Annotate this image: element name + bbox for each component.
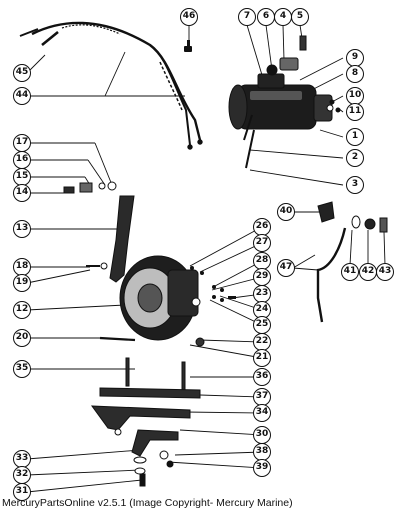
callout-13[interactable]: 13 [13, 220, 31, 238]
callout-35[interactable]: 35 [13, 360, 31, 378]
callout-14[interactable]: 14 [13, 184, 31, 202]
callout-5[interactable]: 5 [291, 8, 309, 26]
callout-21[interactable]: 21 [253, 349, 271, 367]
mounting-bracket-illustration [90, 357, 201, 487]
callout-12[interactable]: 12 [13, 301, 31, 319]
callout-11[interactable]: 11 [346, 103, 364, 121]
callout-25[interactable]: 25 [253, 316, 271, 334]
callout-16[interactable]: 16 [13, 151, 31, 169]
callout-20[interactable]: 20 [13, 329, 31, 347]
callout-46[interactable]: 46 [180, 8, 198, 26]
callout-22[interactable]: 22 [253, 333, 271, 351]
wiring-harness-illustration [19, 21, 203, 150]
cable-assembly-illustration [316, 201, 388, 323]
callout-44[interactable]: 44 [13, 87, 31, 105]
starter-motor-illustration [228, 73, 334, 169]
screw-46-illustration [184, 40, 192, 52]
callout-6[interactable]: 6 [257, 8, 275, 26]
callout-3[interactable]: 3 [346, 176, 364, 194]
leader-lines [26, 24, 386, 493]
callout-36[interactable]: 36 [253, 368, 271, 386]
callout-32[interactable]: 32 [13, 466, 31, 484]
callout-7[interactable]: 7 [238, 8, 256, 26]
callout-30[interactable]: 30 [253, 426, 271, 444]
left-bracket-illustration [63, 181, 135, 283]
callout-45[interactable]: 45 [13, 64, 31, 82]
callout-4[interactable]: 4 [274, 8, 292, 26]
callout-40[interactable]: 40 [277, 203, 295, 221]
callout-19[interactable]: 19 [13, 274, 31, 292]
callout-47[interactable]: 47 [277, 259, 295, 277]
callout-39[interactable]: 39 [253, 459, 271, 477]
callout-31[interactable]: 31 [13, 483, 31, 501]
callout-42[interactable]: 42 [359, 263, 377, 281]
copyright-footer: MercuryPartsOnline v2.5.1 (Image Copyrig… [2, 497, 293, 509]
callout-17[interactable]: 17 [13, 134, 31, 152]
callout-8[interactable]: 8 [346, 65, 364, 83]
alternator-illustration [99, 255, 205, 347]
callout-27[interactable]: 27 [253, 234, 271, 252]
alternator-hardware-illustration [190, 266, 236, 302]
callout-43[interactable]: 43 [376, 263, 394, 281]
callout-1[interactable]: 1 [346, 128, 364, 146]
callout-2[interactable]: 2 [346, 149, 364, 167]
callout-29[interactable]: 29 [253, 268, 271, 286]
callout-41[interactable]: 41 [341, 263, 359, 281]
callout-34[interactable]: 34 [253, 404, 271, 422]
starter-hardware-illustration [266, 35, 341, 113]
